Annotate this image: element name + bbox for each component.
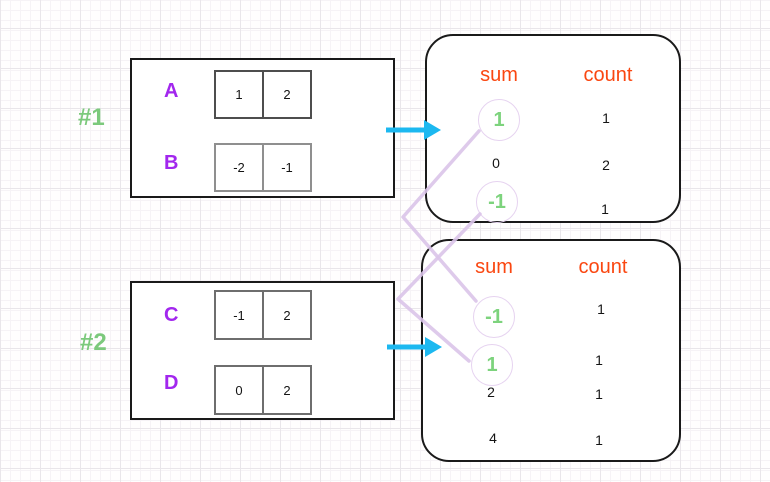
example2-row0-count[interactable]: 1 xyxy=(597,301,605,317)
example1-count-header: count xyxy=(583,64,633,86)
array-a-cell-0[interactable]: 1 xyxy=(214,70,264,119)
example1-row0-count[interactable]: 1 xyxy=(602,110,610,126)
array-d-cells: 0 2 xyxy=(214,365,312,415)
array-b-cells: -2 -1 xyxy=(214,143,312,192)
example2-row3-count[interactable]: 1 xyxy=(595,432,603,448)
array-c-cell-0[interactable]: -1 xyxy=(214,290,264,340)
array-c-cell-1[interactable]: 2 xyxy=(262,290,312,340)
example1-sum-header: sum xyxy=(480,64,518,86)
array-c-cells: -1 2 xyxy=(214,290,312,340)
example1-label[interactable]: #1 xyxy=(78,104,105,131)
example2-row2-count[interactable]: 1 xyxy=(595,386,603,402)
array-d-cell-0[interactable]: 0 xyxy=(214,365,264,415)
example1-row1-sum[interactable]: 0 xyxy=(492,155,500,171)
example2-sum-header: sum xyxy=(475,256,513,278)
example2-row1-sum-circle[interactable]: 1 xyxy=(471,344,513,386)
example2-count-header: count xyxy=(578,256,628,278)
example2-row2-sum[interactable]: 2 xyxy=(487,384,495,400)
example1-row0-sum-value: 1 xyxy=(493,108,505,131)
example2-row1-count[interactable]: 1 xyxy=(595,352,603,368)
example2-row0-sum-circle[interactable]: -1 xyxy=(473,296,515,338)
array-a-cell-1[interactable]: 2 xyxy=(262,70,312,119)
example2-label[interactable]: #2 xyxy=(80,329,107,356)
example1-hash-box[interactable]: sum count 1 1 0 2 -1 1 xyxy=(425,34,681,223)
array-a-label: A xyxy=(164,80,179,102)
array-b-cell-1[interactable]: -1 xyxy=(262,143,312,192)
example1-arrays-box[interactable]: A 1 2 B -2 -1 xyxy=(130,58,395,198)
example1-row1-count[interactable]: 2 xyxy=(602,157,610,173)
example1-row2-sum-circle[interactable]: -1 xyxy=(476,181,518,223)
array-b-cell-0[interactable]: -2 xyxy=(214,143,264,192)
example2-hash-box[interactable]: sum count -1 1 1 1 2 1 4 1 xyxy=(421,239,681,462)
array-b-label: B xyxy=(164,152,179,174)
example2-arrays-box[interactable]: C -1 2 D 0 2 xyxy=(130,281,395,420)
array-a-cells: 1 2 xyxy=(214,70,312,119)
example1-row0-sum-circle[interactable]: 1 xyxy=(478,99,520,141)
array-d-label: D xyxy=(164,372,179,394)
example2-row0-sum-value: -1 xyxy=(485,305,503,328)
example1-row2-count[interactable]: 1 xyxy=(601,201,609,217)
array-d-cell-1[interactable]: 2 xyxy=(262,365,312,415)
example2-row3-sum[interactable]: 4 xyxy=(489,430,497,446)
example2-row1-sum-value: 1 xyxy=(486,353,498,376)
example1-row2-sum-value: -1 xyxy=(488,190,506,213)
array-c-label: C xyxy=(164,304,179,326)
